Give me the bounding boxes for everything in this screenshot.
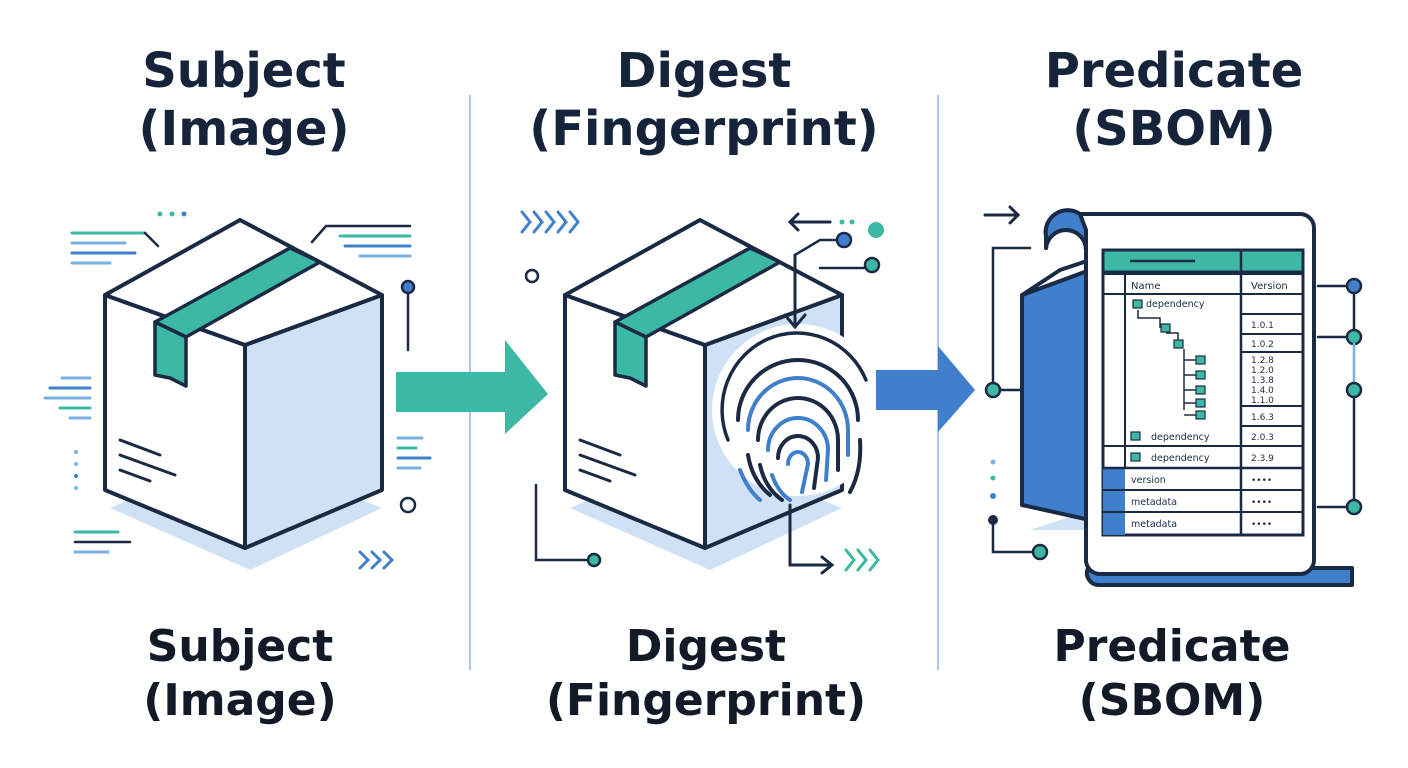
predicate-title-line1: Predicate [1044,43,1304,99]
subject-title-line1: Subject [142,43,346,99]
sbom-footer-row-3-value: •••• [1251,520,1272,530]
predicate-caption-line2: (SBOM) [1078,675,1266,726]
subject-title-line2: (Image) [138,101,350,157]
sbom-version-5: 1.3.8 [1251,376,1274,386]
package-box-icon [103,218,384,570]
sbom-version-2: 1.0.2 [1251,340,1274,350]
predicate-title-line2: (SBOM) [1072,101,1276,157]
arrow-right-icon [396,340,548,434]
sbom-dep-row-2-name: dependency [1151,453,1210,464]
digest-title-line2: (Fingerprint) [529,101,879,157]
subject-caption-line2: (Image) [143,675,337,726]
digest-decor [520,210,884,575]
sbom-header-version: Version [1251,281,1288,292]
sbom-version-7: 1.1.0 [1251,396,1274,406]
sbom-footer-row-1-value: •••• [1251,476,1272,486]
sbom-table: Name Version dependency 1.0.1 1.0.2 1.2.… [1101,248,1305,537]
subject-caption-line1: Subject [146,621,334,672]
sbom-version-6: 1.4.0 [1251,386,1274,396]
subject-caption: Subject (Image) [30,620,450,728]
predicate-title: Predicate (SBOM) [964,42,1384,158]
sbom-version-1: 1.0.1 [1251,321,1274,331]
arrow-right-icon-2 [876,346,975,432]
predicate-caption: Predicate (SBOM) [962,620,1382,728]
digest-caption-line2: (Fingerprint) [545,675,867,726]
sbom-footer-row-1-name: version [1131,475,1166,486]
sbom-dep-row-1-version: 2.0.3 [1251,433,1274,443]
digest-caption: Digest (Fingerprint) [496,620,916,728]
sbom-dep-row-1-name: dependency [1151,432,1210,443]
sbom-header-name: Name [1131,281,1161,292]
sbom-top-dependency: dependency [1146,299,1205,310]
sbom-footer-row-3-name: metadata [1131,519,1177,530]
subject-decor [43,211,432,570]
fingerprint-icon [712,324,884,502]
digest-title-line1: Digest [616,43,792,99]
predicate-caption-line1: Predicate [1053,621,1291,672]
subject-title: Subject (Image) [34,42,454,158]
digest-caption-line1: Digest [625,621,787,672]
digest-title: Digest (Fingerprint) [494,42,914,158]
sbom-footer-row-2-value: •••• [1251,498,1272,508]
sbom-dep-row-2-version: 2.3.9 [1251,454,1274,464]
sbom-version-3: 1.2.8 [1251,356,1274,366]
predicate-decor [983,205,1363,561]
sbom-version-8: 1.6.3 [1251,413,1274,423]
sbom-version-4: 1.2.0 [1251,366,1274,376]
sbom-footer-row-2-name: metadata [1131,497,1177,508]
